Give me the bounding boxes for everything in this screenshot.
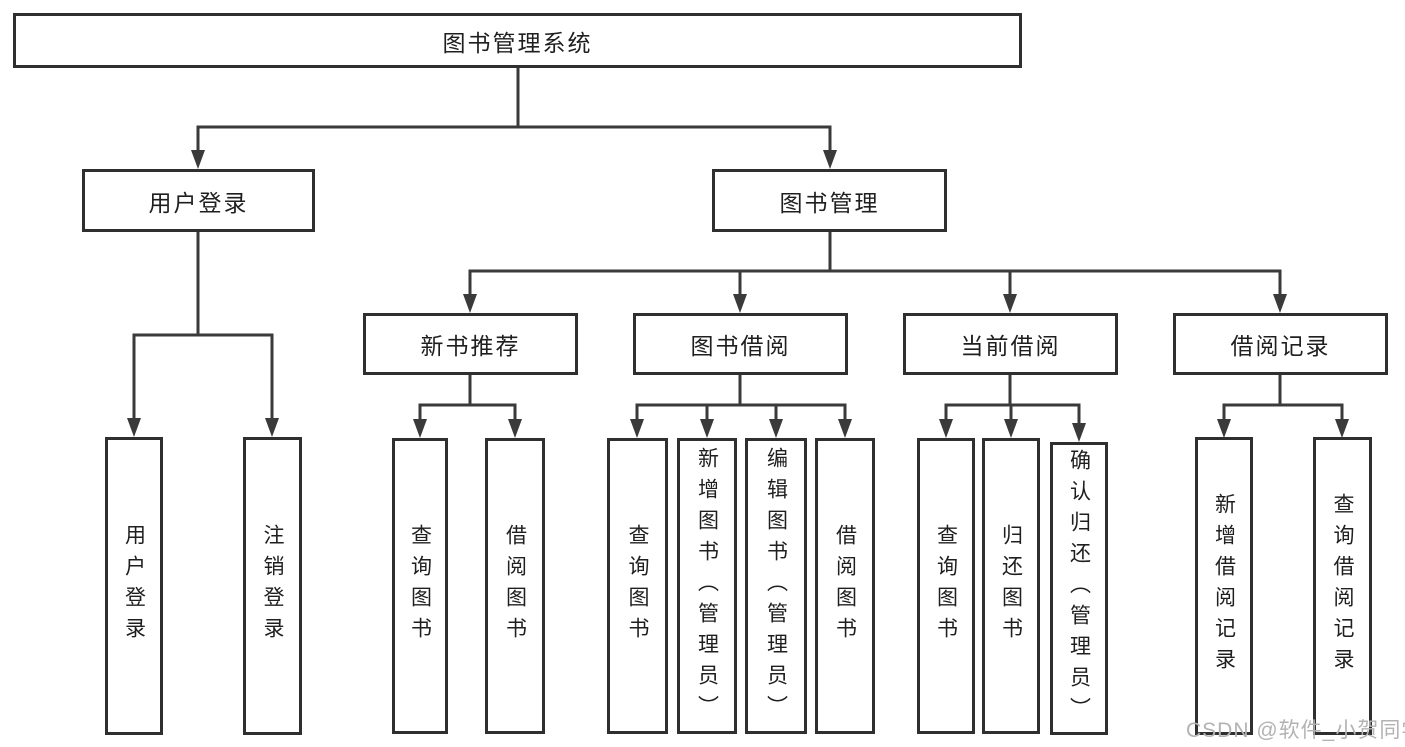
leaf-borrow-books: 借阅图书 [815, 438, 875, 734]
node-label: 借阅图书 [503, 524, 527, 648]
leaf-edit-books-admin: 编辑图书（管理员） [745, 438, 807, 734]
node-label: 用户登录 [122, 524, 146, 648]
node-label: 新增图书（管理员） [695, 446, 719, 726]
leaf-add-borrow-record: 新增借阅记录 [1195, 437, 1253, 735]
node-borrowing-records: 借阅记录 [1173, 313, 1388, 375]
node-library-management-system: 图书管理系统 [13, 13, 1022, 68]
node-new-book-recommend: 新书推荐 [363, 313, 578, 375]
leaf-user-login: 用户登录 [105, 437, 163, 735]
node-label: 新增借阅记录 [1212, 493, 1236, 679]
node-label: 借阅图书 [833, 524, 857, 648]
leaf-query-books-current: 查询图书 [917, 438, 975, 734]
leaf-return-books: 归还图书 [982, 438, 1040, 734]
leaf-borrow-books-recommend: 借阅图书 [485, 438, 545, 734]
node-user-login: 用户登录 [82, 169, 315, 232]
leaf-query-books-recommend: 查询图书 [392, 438, 448, 734]
csdn-watermark: CSDN @软件_小贺同学 [1186, 719, 1405, 742]
node-current-borrowing: 当前借阅 [903, 313, 1118, 375]
node-label: 查询图书 [626, 524, 649, 648]
connector-new-book-children [413, 373, 522, 438]
leaf-confirm-return-admin: 确认归还（管理员） [1050, 442, 1108, 735]
node-label: 查询图书 [934, 524, 958, 648]
node-label: 借阅记录 [1230, 333, 1331, 359]
connector-current-borrow-children [939, 373, 1086, 442]
node-label: 确认归还（管理员） [1067, 449, 1091, 728]
node-label: 用户登录 [148, 189, 249, 216]
node-label: 归还图书 [999, 524, 1023, 648]
node-label: 图书管理 [779, 189, 880, 216]
leaf-logout: 注销登录 [243, 437, 302, 735]
node-label: 图书借阅 [690, 333, 791, 359]
node-label: 图书管理系统 [442, 29, 593, 56]
node-label: 新书推荐 [420, 333, 521, 359]
leaf-add-books-admin: 新增图书（管理员） [677, 438, 737, 734]
leaf-query-borrow-record: 查询借阅记录 [1313, 437, 1372, 735]
leaf-query-books-borrow: 查询图书 [607, 438, 668, 734]
node-label: 查询图书 [408, 524, 432, 648]
node-label: 注销登录 [261, 524, 284, 648]
connector-book-management-children [463, 230, 1287, 313]
node-book-management: 图书管理 [712, 169, 947, 232]
connector-borrow-record-children [1217, 373, 1349, 438]
node-label: 查询借阅记录 [1331, 493, 1354, 679]
connector-book-borrow-children [630, 373, 852, 438]
node-label: 当前借阅 [960, 333, 1061, 359]
node-label: 编辑图书（管理员） [764, 446, 788, 726]
node-book-borrowing: 图书借阅 [633, 313, 848, 375]
connector-user-login-children [127, 230, 279, 437]
connector-root-to-level2 [191, 66, 837, 169]
